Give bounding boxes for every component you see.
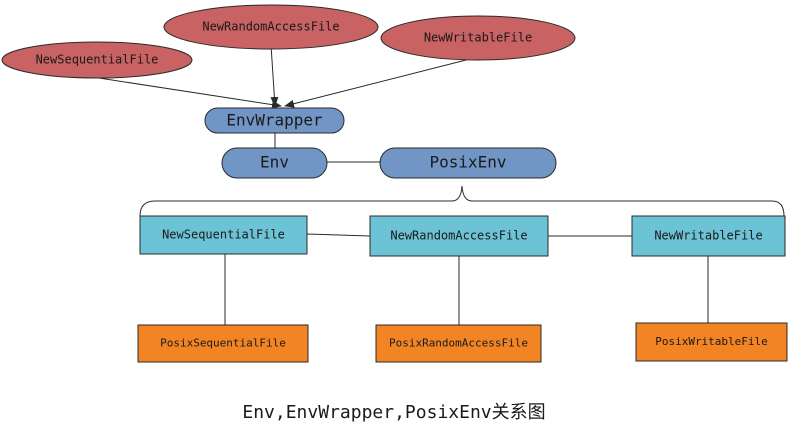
ellipse-new-writable-file: NewWritableFile	[380, 15, 576, 61]
box-new-writable-file-label: NewWritableFile	[654, 229, 762, 243]
connector-seq-random	[306, 233, 371, 237]
ellipse-new-random-access-file-label: NewRandomAccessFile	[202, 20, 339, 34]
arrow-sequential-to-envwrapper	[85, 75, 282, 109]
pill-posixenv: PosixEnv	[379, 147, 557, 179]
box-posix-writable-file: PosixWritableFile	[635, 322, 788, 362]
box-posix-writable-file-label: PosixWritableFile	[655, 335, 768, 348]
pill-envwrapper-label: EnvWrapper	[226, 111, 323, 130]
diagram-caption: Env,EnvWrapper,PosixEnv关系图	[242, 402, 546, 423]
arrow-writable-to-envwrapper	[284, 58, 471, 108]
ellipse-new-writable-file-label: NewWritableFile	[424, 31, 532, 45]
box-new-sequential-file-label: NewSequentialFile	[162, 228, 285, 242]
box-posix-sequential-file-label: PosixSequentialFile	[160, 337, 286, 350]
box-new-sequential-file: NewSequentialFile	[139, 215, 308, 255]
box-new-random-access-file: NewRandomAccessFile	[369, 215, 549, 257]
pill-env: Env	[221, 147, 328, 179]
pill-envwrapper: EnvWrapper	[204, 107, 345, 134]
ellipse-new-sequential-file: NewSequentialFile	[1, 41, 193, 79]
brace	[139, 185, 785, 217]
pill-env-label: Env	[260, 153, 289, 172]
box-new-writable-file: NewWritableFile	[631, 215, 786, 257]
box-posix-sequential-file: PosixSequentialFile	[137, 324, 309, 363]
arrow-randomaccess-to-envwrapper	[270, 44, 279, 107]
ellipse-new-random-access-file: NewRandomAccessFile	[163, 4, 379, 50]
box-posix-random-access-file: PosixRandomAccessFile	[375, 324, 542, 363]
box-posix-random-access-file-label: PosixRandomAccessFile	[389, 337, 528, 350]
pill-posixenv-label: PosixEnv	[429, 153, 506, 172]
box-new-random-access-file-label: NewRandomAccessFile	[390, 229, 527, 243]
ellipse-new-sequential-file-label: NewSequentialFile	[36, 53, 159, 67]
